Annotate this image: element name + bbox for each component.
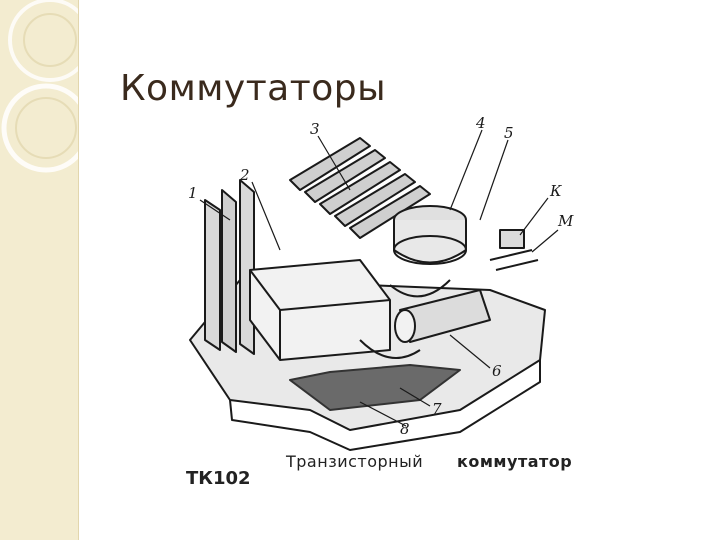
callout-2: 2: [239, 166, 250, 184]
callout-8: 8: [400, 420, 410, 438]
callout-1: 1: [188, 184, 198, 202]
callout-m: М: [557, 212, 574, 230]
slide-title: Коммутаторы: [120, 68, 387, 110]
callout-7: 7: [432, 400, 442, 418]
caption-transistor: Транзисторный: [286, 452, 424, 471]
callout-3: 3: [310, 120, 320, 138]
decorative-rings-graphic: [1, 0, 78, 173]
callout-4: 4: [475, 114, 486, 132]
caption-commutator: коммутатор: [457, 452, 573, 471]
model-label: ТК102: [186, 468, 251, 489]
decorative-side-strip: [0, 0, 79, 540]
callout-5: 5: [504, 124, 514, 142]
callout-6: 6: [492, 362, 502, 380]
transistor-commutator-illustration: 1 2 3 4 5 К М 6 7 8: [188, 114, 574, 451]
callout-k: К: [549, 182, 562, 200]
